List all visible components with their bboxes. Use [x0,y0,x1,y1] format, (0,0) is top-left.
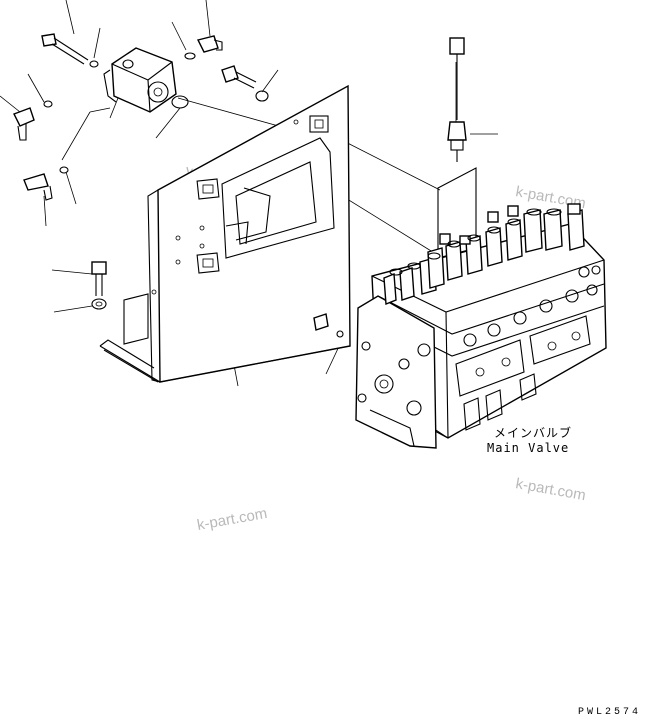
valve-spools [383,203,585,306]
main-valve [355,203,607,449]
main-valve-label-jp: メインバルブ [494,425,572,440]
valve-ports [435,265,601,439]
drawing-code: PWL2574 [578,707,641,718]
main-valve-label-en: Main Valve [487,441,569,455]
pressure-sensor [437,37,477,259]
watermark: k-part.com [196,505,269,534]
small-fittings [13,33,344,338]
bracket-plate [99,84,351,383]
watermark: k-part.com [514,475,587,504]
bolt-part [91,261,107,310]
pressure-switch-block [103,47,177,113]
